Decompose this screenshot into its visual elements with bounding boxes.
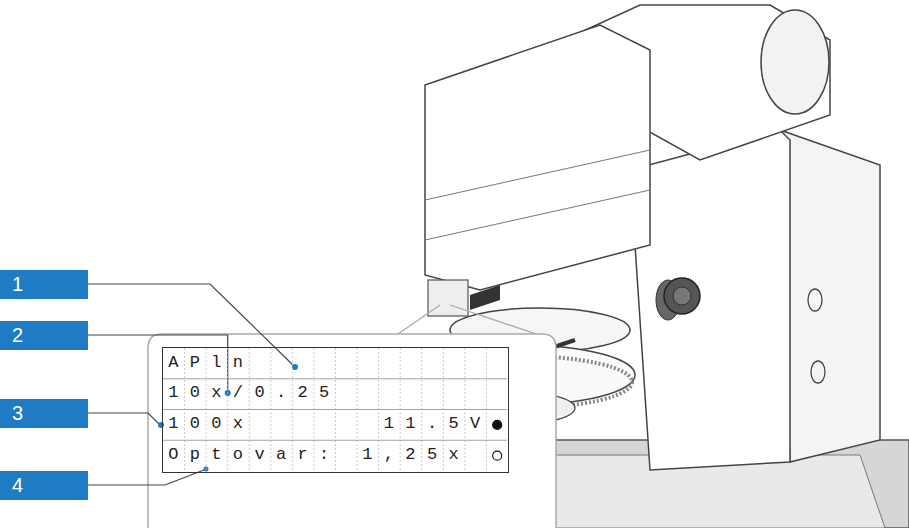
display-text: 10x/0.25 bbox=[168, 378, 340, 409]
callout-number: 4 bbox=[0, 471, 88, 500]
display-text: APln bbox=[168, 348, 254, 379]
display-text: 11.5V bbox=[384, 409, 492, 440]
callout-number: 2 bbox=[0, 321, 88, 350]
display-text: Optovar: 1,25x bbox=[168, 440, 470, 471]
callout-number: 3 bbox=[0, 399, 88, 428]
callout-number: 1 bbox=[0, 270, 88, 299]
lcd-display: APln10x/0.25100x 11.5VOptovar: 1,25x bbox=[162, 347, 510, 473]
display-text: 100x bbox=[168, 409, 254, 440]
